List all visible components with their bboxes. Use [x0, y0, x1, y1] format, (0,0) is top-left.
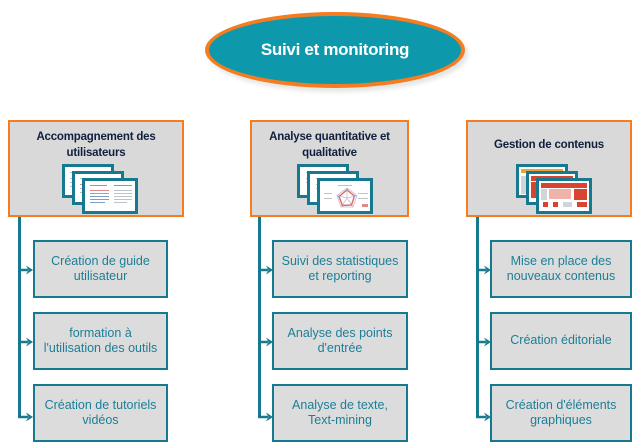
list-item-label: Analyse de texte, Text-mining [292, 397, 388, 427]
stacked-documents-icon [62, 164, 140, 214]
diagram-title-ellipse: Suivi et monitoring [205, 12, 465, 88]
webpage-sheet-front [536, 178, 592, 214]
list-item[interactable]: Création éditoriale [490, 312, 632, 370]
radar-chart-glyph [336, 187, 358, 209]
list-item-label: Création de tutoriels vidéos [44, 397, 157, 427]
connector-line-column-3 [476, 217, 479, 417]
list-item[interactable]: Analyse de texte, Text-mining [272, 384, 408, 442]
connector-arrow-2-2 [258, 335, 274, 347]
stacked-charts-icon [297, 164, 375, 214]
list-item[interactable]: Création de tutoriels vidéos [33, 384, 168, 442]
list-item[interactable]: Suivi des statistiques et reporting [272, 240, 408, 298]
list-item[interactable]: Analyse des points d'entrée [272, 312, 408, 370]
column-header-analyse: Analyse quantitative et qualitative [250, 120, 409, 217]
connector-arrow-1-2 [18, 335, 34, 347]
connector-arrow-3-3 [476, 410, 492, 422]
column-header-label: Analyse quantitative et qualitative [269, 131, 390, 159]
list-item-label: Analyse des points d'entrée [287, 325, 393, 355]
column-header-label: Gestion de contenus [494, 139, 604, 151]
list-item-label: Création éditoriale [510, 333, 612, 348]
column-header-accompagnement: Accompagnement des utilisateurs [8, 120, 184, 217]
column-header-label: Accompagnement des utilisateurs [36, 131, 156, 159]
list-item-label: Suivi des statistiques et reporting [281, 253, 399, 283]
list-item-label: formation à l'utilisation des outils [43, 325, 158, 355]
list-item[interactable]: Création de guide utilisateur [33, 240, 168, 298]
connector-line-column-2 [258, 217, 261, 417]
connector-arrow-1-1 [18, 263, 34, 275]
list-item[interactable]: formation à l'utilisation des outils [33, 312, 168, 370]
connector-line-column-1 [18, 217, 21, 417]
list-item[interactable]: Création d'éléments graphiques [490, 384, 632, 442]
diagram-title-text: Suivi et monitoring [260, 39, 410, 59]
list-item-label: Création de guide utilisateur [51, 253, 150, 283]
list-item-label: Mise en place des nouveaux contenus [506, 253, 616, 283]
connector-arrow-1-3 [18, 410, 34, 422]
chart-sheet-front [317, 178, 373, 214]
connector-arrow-3-1 [476, 263, 492, 275]
connector-arrow-2-1 [258, 263, 274, 275]
column-header-gestion: Gestion de contenus [466, 120, 632, 217]
connector-arrow-2-3 [258, 410, 274, 422]
list-item-label: Création d'éléments graphiques [505, 397, 617, 427]
list-item[interactable]: Mise en place des nouveaux contenus [490, 240, 632, 298]
document-sheet-front [82, 178, 138, 214]
connector-arrow-3-2 [476, 335, 492, 347]
stacked-webpages-icon [516, 164, 594, 214]
